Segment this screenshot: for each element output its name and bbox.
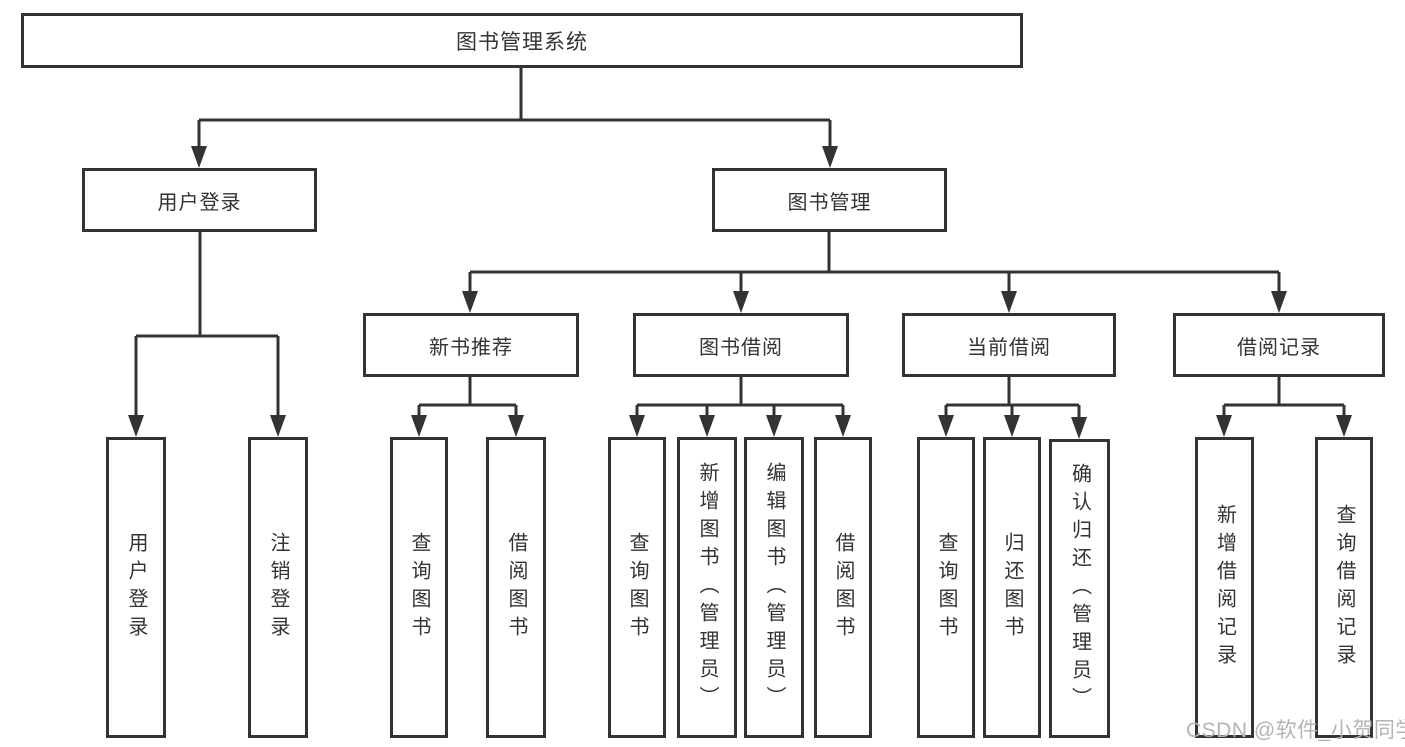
leaf-edit-books-admin: 编辑图书（管理员）	[744, 437, 804, 738]
node-borrowing-records: 借阅记录	[1173, 313, 1385, 377]
leaf-query-books-recommend: 查询图书	[390, 437, 448, 738]
connector-bookborrow-to-leaves	[635, 377, 845, 419]
node-book-borrowing: 图书借阅	[633, 313, 849, 377]
leaf-user-login: 用户登录	[106, 437, 166, 738]
connector-newbook-to-leaves	[417, 377, 518, 419]
csdn-watermark: CSDN @软件_小贺同学	[1186, 719, 1405, 742]
leaf-query-books-current: 查询图书	[917, 437, 975, 738]
leaf-return-books: 归还图书	[983, 437, 1041, 738]
node-new-book-recommendation: 新书推荐	[363, 313, 579, 377]
leaf-add-borrow-record: 新增借阅记录	[1195, 437, 1254, 738]
leaf-query-books-borrow: 查询图书	[608, 437, 666, 738]
connector-root-to-level2	[197, 68, 832, 150]
node-root-library-system: 图书管理系统	[21, 13, 1023, 68]
node-current-borrowing: 当前借阅	[902, 313, 1116, 377]
connector-userlogin-to-leaves	[134, 232, 280, 419]
leaf-borrow-books: 借阅图书	[814, 437, 872, 738]
node-user-login: 用户登录	[82, 168, 317, 232]
leaf-borrow-books-recommend: 借阅图书	[486, 437, 546, 738]
leaf-confirm-return-admin: 确认归还（管理员）	[1049, 439, 1110, 738]
leaf-add-books-admin: 新增图书（管理员）	[677, 437, 737, 738]
leaf-query-borrow-record: 查询借阅记录	[1315, 437, 1373, 738]
connector-bookmgmt-to-level3	[468, 232, 1281, 295]
connector-currentborrow-to-leaves	[944, 377, 1081, 421]
node-book-management: 图书管理	[712, 168, 947, 232]
leaf-logout: 注销登录	[248, 437, 308, 738]
connector-borrowrecords-to-leaves	[1222, 377, 1346, 419]
